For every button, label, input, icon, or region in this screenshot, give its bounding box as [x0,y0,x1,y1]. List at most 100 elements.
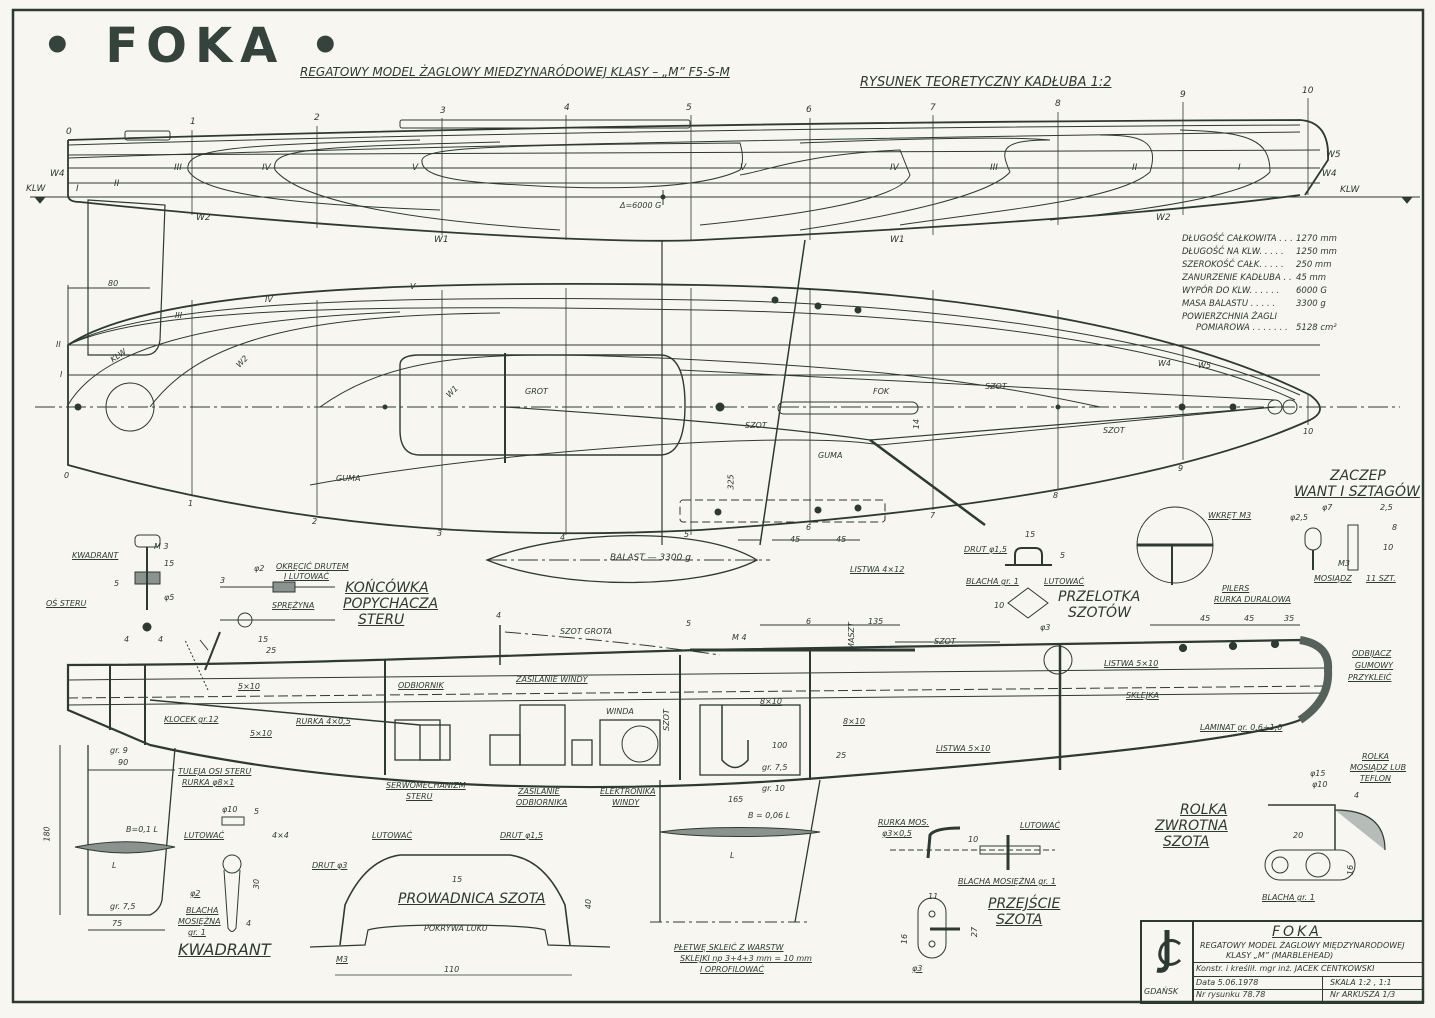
spec-value: 250 mm [1296,260,1332,270]
sail-label: GROT [525,387,548,396]
thickness-label: gr. 7,5 [110,902,136,911]
dimension-label: 25 [266,646,277,655]
section-view [66,625,1333,789]
spec-row: POWIERZCHNIA ŻAGLI [1182,313,1277,322]
detail-title: ZWROTNA [1155,818,1228,834]
spec-row: MASA BALASTU . . . . .3300 g [1182,300,1326,309]
spec-row: DŁUGOŚĆ CAŁKOWITA . . .1270 mm [1182,235,1337,244]
dimension-label: 11 [928,892,939,901]
dimension-label: φ2,5 [1290,513,1308,522]
part-label: ODBIJACZ [1352,649,1392,658]
part-label: ODBIORNIKA [516,798,568,807]
dimension-label: φ2 [190,889,201,898]
part-label: ELEKTRONIKA [600,787,656,796]
sail-label: FOK [873,387,890,396]
station-number: 4 [496,611,502,620]
dimension-label: 135 [868,617,884,626]
dimension-label: 45 [1200,614,1211,623]
drawing-number: Nr rysunku 78.78 [1196,990,1266,999]
thickness-label: gr. 10 [762,784,785,793]
dimension-label: φ10 [1312,780,1328,789]
part-label: BLACHA gr. 1 [1262,893,1315,902]
spec-row: SZEROKOŚĆ CAŁK. . . . .250 mm [1182,261,1332,270]
dimension-label: 10 [1383,543,1394,552]
dimension-label: 8×10 [843,717,865,726]
part-label: BLACHA [186,906,219,915]
note-label: I LUTOWAĆ [284,572,329,581]
detail-title: STERU [358,612,405,628]
waterline-label: W5 [1198,361,1211,370]
material-label: MOSIĄDZ [1314,574,1352,583]
part-label: ZASILANIE WINDY [516,675,588,684]
turning-block-drawing [1264,804,1386,881]
bungee-label: GUMA [336,474,361,483]
waterline-label: KLW [26,184,46,194]
station-number: 4 [560,533,566,542]
spec-label: ZANURZENIE KADŁUBA . . [1182,273,1292,283]
dimension-label: 5×10 [250,729,272,738]
spec-label: POWIERZCHNIA ŻAGLI [1182,312,1278,322]
dimension-label: 4 [246,919,252,928]
waterline-label: W4 [50,169,65,179]
logo-title: • FOKA • [42,18,349,74]
dimension-label: 4 [1354,791,1360,800]
dimension-label: φ15 [1310,769,1326,778]
dimension-label: 27 [970,926,980,938]
dimension-label: 3 [220,576,226,585]
dimension-label: 14 [912,418,922,430]
part-label: TULEJA OSI STERU [178,767,252,776]
dimension-label: 16 [900,933,910,945]
hull-profile [30,98,1420,242]
title-block: GDAŃSK FOKA REGATOWY MODEL ŻAGLOWY MIĘDZ… [1140,920,1424,1004]
dimension-label: 4 [158,635,164,644]
detail-title: ROLKA [1180,802,1228,818]
section-label: V [410,282,416,291]
detail-title: PRZELOTKA [1058,589,1141,605]
dimension-label: φ3 [1040,623,1051,632]
section-label: I [76,184,79,194]
dimension-label: 8×10 [760,697,782,706]
station-number: 1 [188,499,194,508]
part-label: RURKA φ8×1 [182,778,235,787]
part-label: OŚ STERU [46,599,87,608]
station-number: 3 [440,106,446,116]
part-label: RURKA 4×0,5 [296,717,351,726]
section-label: III [990,163,998,173]
dimension-label: 16 [1346,864,1356,876]
subtitle: REGATOWY MODEL ŻAGLOWY MIEDZYNARÓDOWEJ K… [300,65,730,79]
dimension-label: 5 [254,807,260,816]
dimension-label: M3 [1338,559,1350,568]
sheet-label: SZOT [661,709,671,731]
spec-label: POMIAROWA . . . . . . . [1196,323,1288,333]
spec-row: POMIAROWA . . . . . . .5128 cm² [1196,323,1337,333]
quadrant-drawing [221,816,245,932]
part-label: MOSIĘŻNA [178,917,221,926]
dimension-label: gr. 9 [110,746,128,755]
part-label: PILERS [1222,584,1250,593]
spec-row: WYPÓR DO KLW. . . . . .6000 G [1182,287,1327,296]
station-number: 10 [1303,427,1314,436]
station-number: 7 [930,511,936,520]
note-label: OKRĘCIĆ DRUTEM [276,562,349,571]
dimension-label: 10 [968,835,979,844]
station-number: 8 [1055,99,1061,109]
dimension-label: 15 [258,635,269,644]
dimension-label: 25 [836,751,847,760]
note-label: PŁETWĘ SKLEIĆ Z WARSTW [674,943,784,952]
dimension-label: M3 [336,955,348,964]
section-label: III [174,163,182,173]
displacement-label: Δ=6000 G [620,201,662,210]
station-number: 2 [312,517,318,526]
col-divider [1322,976,1323,1002]
title-block-name: FOKA [1272,924,1322,940]
part-label: LISTWA 5×10 [1104,659,1159,668]
sheet-label: SZOT [1103,426,1125,435]
dimension-label: 10 [994,601,1005,610]
part-label: GUMOWY [1355,661,1394,670]
part-label: KLOCEK gr.12 [164,715,219,724]
waterline-label: W2 [196,213,211,223]
material-label: TEFLON [1360,774,1392,783]
part-label: BLACHA gr. 1 [966,577,1019,586]
part-label: ZASILANIE [518,787,560,796]
fin-section [650,779,821,923]
